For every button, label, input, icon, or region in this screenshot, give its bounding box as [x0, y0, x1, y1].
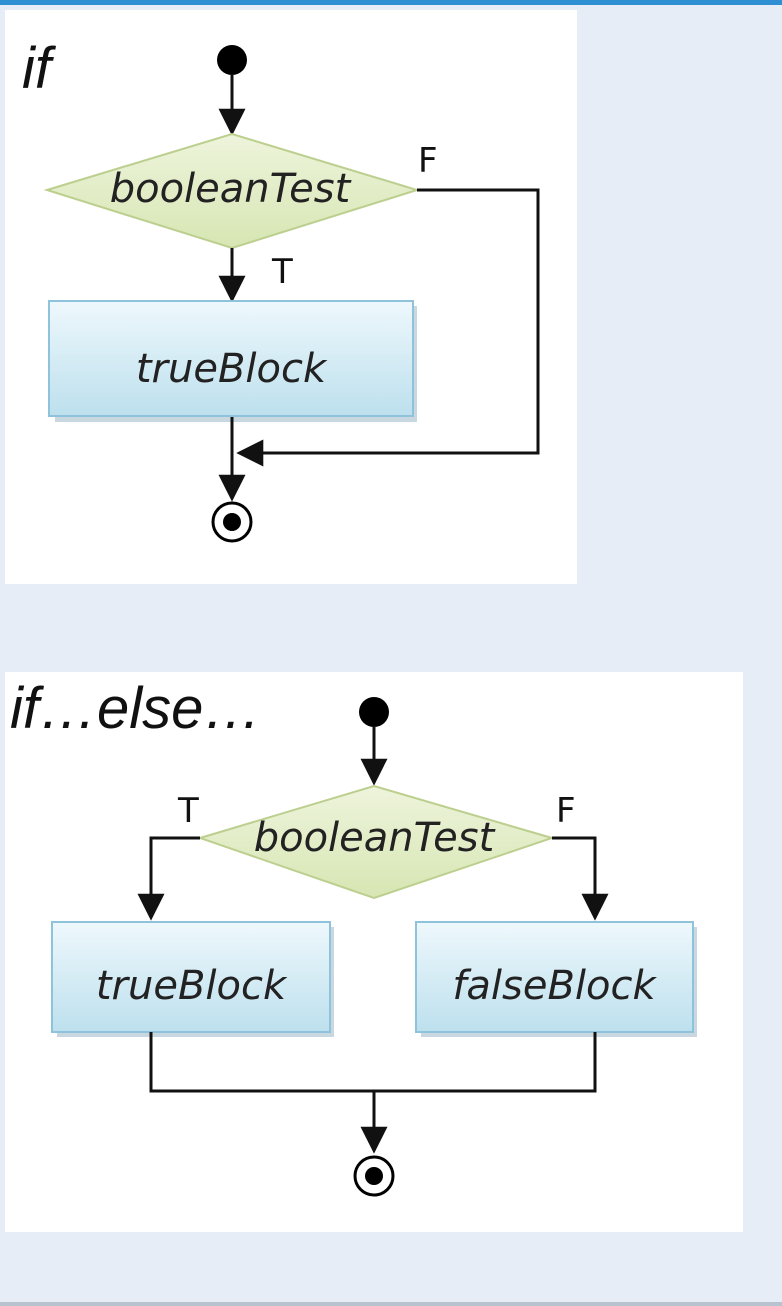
start-node-icon — [217, 45, 247, 75]
true-block-label: trueBlock — [136, 346, 328, 392]
if-diagram-panel — [5, 10, 577, 584]
false-label: F — [556, 791, 576, 831]
end-node-core-icon — [365, 1167, 383, 1185]
decision-label: booleanTest — [110, 166, 352, 212]
if-title: if — [22, 36, 51, 101]
true-block-label: trueBlock — [96, 963, 288, 1009]
bottom-border — [0, 1302, 782, 1306]
if-else-flowchart: booleanTest T F trueBlock falseBlock — [51, 697, 697, 1197]
false-path-arrow — [236, 188, 540, 467]
false-label: F — [418, 141, 438, 181]
if-else-title: if…else… — [10, 676, 262, 741]
start-node-icon — [359, 697, 389, 727]
if-flowchart: booleanTest F T trueBlock — [43, 45, 540, 543]
top-accent-bar — [0, 0, 782, 5]
true-path-arrow — [137, 836, 200, 921]
false-block-label: falseBlock — [452, 963, 657, 1009]
decision-label: booleanTest — [254, 815, 496, 861]
true-block — [51, 921, 331, 1033]
true-label: T — [271, 252, 293, 292]
true-label: T — [177, 791, 199, 831]
false-path-arrow — [552, 836, 609, 921]
end-node-core-icon — [223, 513, 241, 531]
merge-line — [149, 1032, 597, 1093]
true-block — [48, 300, 414, 417]
false-block — [415, 921, 694, 1033]
